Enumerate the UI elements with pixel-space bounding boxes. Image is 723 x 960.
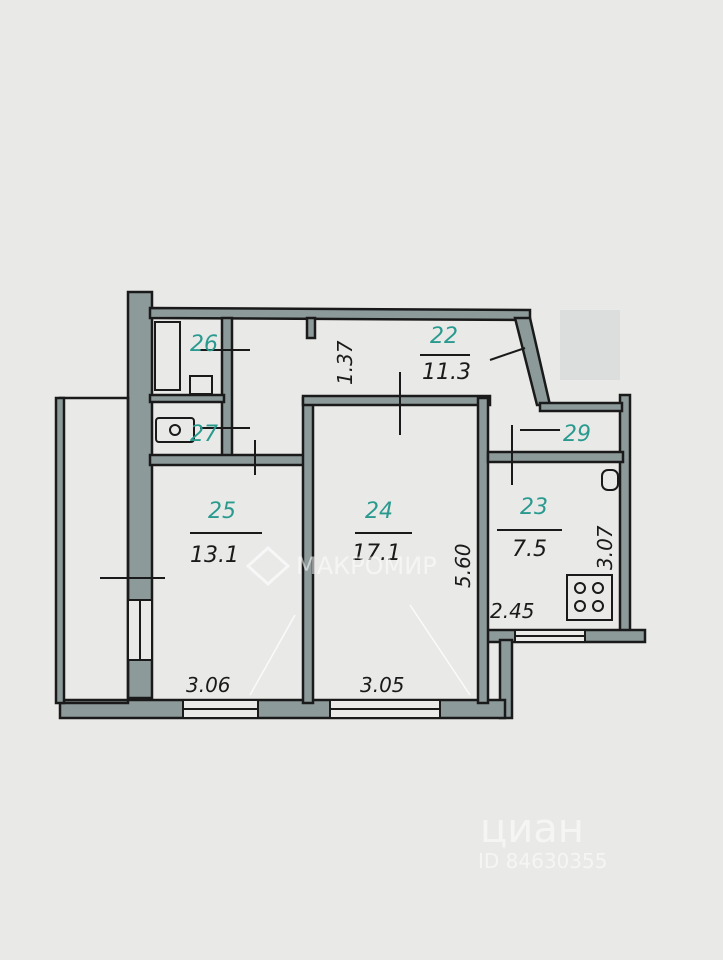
room-area-23: 7.5 xyxy=(512,537,547,562)
room-id-26: 26 xyxy=(190,332,218,357)
corridor-stub xyxy=(305,316,317,340)
agency-logo-icon xyxy=(245,545,291,587)
dim-kitchen-length: 3.07 xyxy=(593,525,617,570)
washbasin xyxy=(189,375,213,395)
top-wall xyxy=(148,306,532,322)
fixtures xyxy=(154,321,619,621)
portal-watermark-text: циан xyxy=(480,806,584,852)
living-right-wall xyxy=(476,396,490,705)
kitchen-sink xyxy=(601,469,619,491)
room-area-25: 13.1 xyxy=(190,543,239,568)
room-id-22: 22 xyxy=(430,324,458,349)
dim-bedroom-width: 3.06 xyxy=(186,673,231,697)
room-id-24: 24 xyxy=(365,499,393,524)
watermark-lines xyxy=(249,604,471,696)
bathtub xyxy=(154,321,181,391)
door-marks xyxy=(100,347,560,579)
agency-watermark: МАКРОМИР xyxy=(245,545,437,587)
bathroom-partition xyxy=(220,316,234,460)
room-area-22: 11.3 xyxy=(422,360,471,385)
agency-watermark-text: МАКРОМИР xyxy=(296,552,437,580)
listing-id-text: ID 84630355 xyxy=(478,849,607,873)
right-exterior-wall xyxy=(618,393,632,637)
dim-corridor: 1.37 xyxy=(333,340,357,385)
dim-kitchen-width: 2.45 xyxy=(490,599,535,623)
kitchen-top-wall xyxy=(486,450,625,464)
living-left-wall xyxy=(301,396,315,705)
stove xyxy=(566,574,613,621)
living-top-wall xyxy=(301,394,492,407)
dim-living-length: 5.60 xyxy=(451,543,475,588)
room-area-24: 17.1 xyxy=(352,541,401,566)
balcony xyxy=(54,396,130,705)
windows xyxy=(127,599,586,719)
bedroom-top-wall xyxy=(148,453,307,467)
room-id-23: 23 xyxy=(520,495,548,520)
room-id-25: 25 xyxy=(208,499,236,524)
dim-living-width: 3.05 xyxy=(360,673,405,697)
room-id-27: 27 xyxy=(190,422,218,447)
room-id-29: 29 xyxy=(563,422,591,447)
closet-top-wall xyxy=(538,401,624,413)
paper-shadow xyxy=(560,310,620,380)
bath-wc-separator xyxy=(148,393,226,404)
label-underlines xyxy=(190,354,562,534)
toilet xyxy=(155,417,195,443)
